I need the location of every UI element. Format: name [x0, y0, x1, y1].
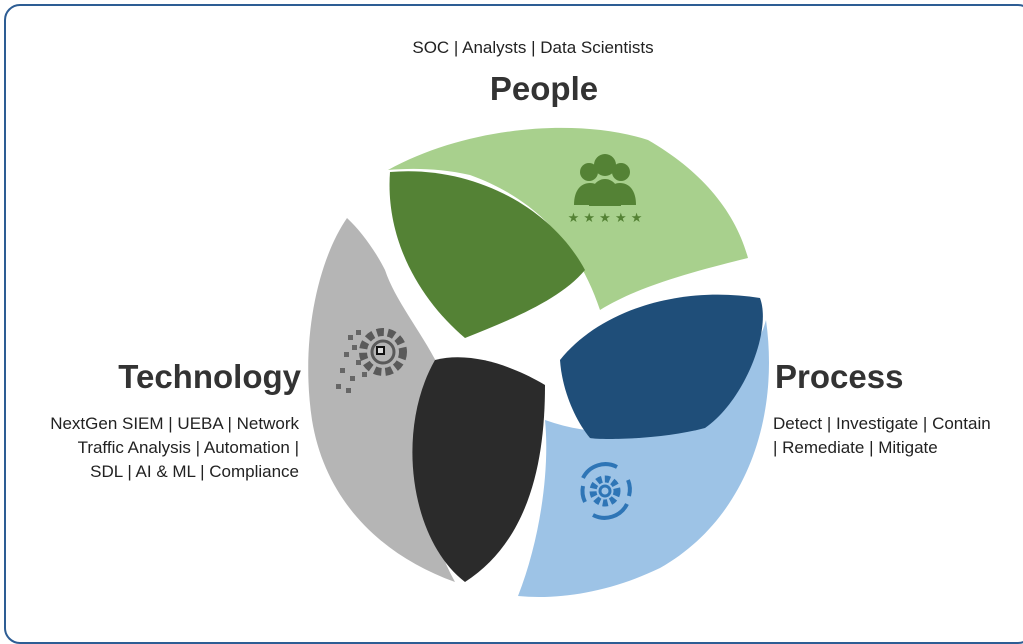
process-heading: Process [775, 358, 904, 395]
technology-subtitle-line: NextGen SIEM | UEBA | Network [50, 414, 299, 433]
process-light-segment [518, 320, 769, 597]
technology-heading: Technology [118, 358, 301, 395]
people-group-icon: ★ ★ ★ ★ ★ [568, 154, 643, 226]
process-subtitle: Detect | Investigate | Contain | Remedia… [773, 412, 1023, 460]
gear-pixel-icon [336, 328, 407, 393]
cycle-diagram: ★ ★ ★ ★ ★ [308, 127, 769, 597]
technology-subtitle: NextGen SIEM | UEBA | Network Traffic An… [0, 412, 299, 484]
people-dark-segment [389, 171, 585, 338]
people-heading: People [489, 70, 599, 107]
technology-subtitle-line: Traffic Analysis | Automation | [77, 438, 299, 457]
gear-cycle-icon [580, 462, 632, 520]
process-dark-segment [560, 294, 763, 439]
process-subtitle-line: | Remediate | Mitigate [773, 438, 938, 457]
process-subtitle-line: Detect | Investigate | Contain [773, 414, 991, 433]
technology-dark-segment [412, 357, 545, 582]
technology-subtitle-line: SDL | AI & ML | Compliance [90, 462, 299, 481]
svg-text:★ ★ ★ ★ ★: ★ ★ ★ ★ ★ [568, 211, 643, 226]
people-light-segment [388, 127, 748, 310]
people-subtitle: SOC | Analysts | Data Scientists [412, 38, 654, 57]
